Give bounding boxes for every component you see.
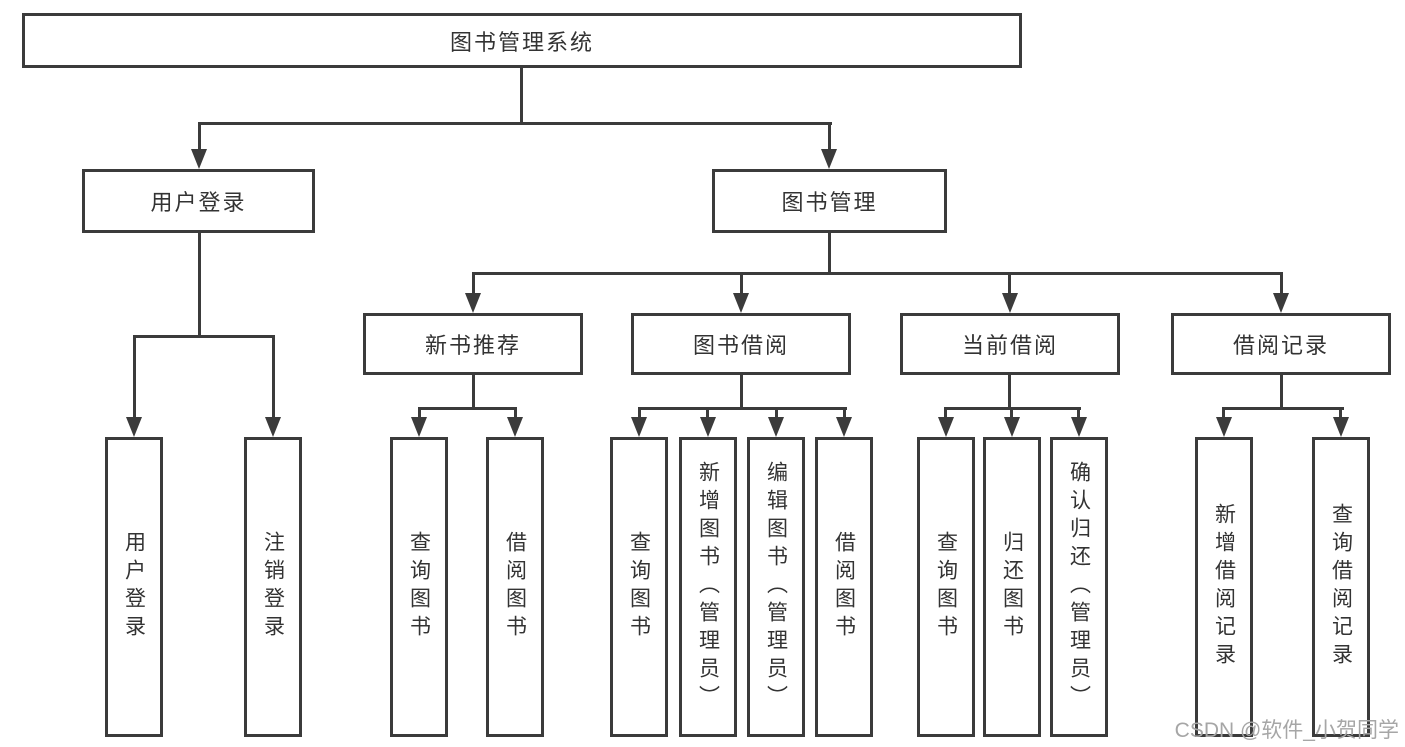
arrowhead-down-icon (1004, 417, 1020, 437)
leaf-query-books-2: 查询图书 (610, 437, 668, 737)
arrowhead-down-icon (1273, 293, 1289, 313)
node-root-label: 图书管理系统 (449, 29, 594, 55)
arrowhead-down-icon (507, 417, 523, 437)
connector-g4-rail (1222, 407, 1344, 410)
connector-g2-drop-1 (638, 407, 641, 421)
node-borrow-records-label: 借阅记录 (1232, 333, 1329, 358)
connector-g4-drop-2 (1339, 407, 1342, 421)
connector-g3-drop-2 (1010, 407, 1013, 421)
leaf-borrow-books-2-label: 借阅图书 (832, 531, 856, 643)
connector-g4-drop-1 (1222, 407, 1225, 421)
node-book-borrow-label: 图书借阅 (692, 333, 789, 358)
node-book-borrow: 图书借阅 (631, 313, 851, 375)
leaf-confirm-return-admin-label: 确认归还（管理员） (1067, 461, 1091, 713)
leaf-edit-books-admin-label: 编辑图书（管理员） (764, 461, 788, 713)
node-new-book-recommend-label: 新书推荐 (424, 333, 521, 358)
leaf-user-login: 用户登录 (105, 437, 163, 737)
leaf-add-borrow-record: 新增借阅记录 (1195, 437, 1253, 737)
node-book-management: 图书管理 (712, 169, 947, 233)
leaf-query-books-1-label: 查询图书 (407, 531, 431, 643)
connector-g4-stem (1280, 375, 1283, 409)
connector-g3-stem (1008, 375, 1011, 409)
arrowhead-down-icon (126, 417, 142, 437)
connector-g2-drop-3 (775, 407, 778, 421)
arrowhead-down-icon (411, 417, 427, 437)
leaf-borrow-books-1: 借阅图书 (486, 437, 544, 737)
connector-login-drop-2 (272, 335, 275, 420)
arrowhead-down-icon (1333, 417, 1349, 437)
connector-g2-drop-4 (843, 407, 846, 421)
leaf-confirm-return-admin: 确认归还（管理员） (1050, 437, 1108, 737)
node-book-management-label: 图书管理 (781, 190, 878, 215)
connector-mgmt-drop-2 (740, 272, 743, 295)
leaf-user-login-label: 用户登录 (122, 531, 146, 643)
arrowhead-down-icon (1002, 293, 1018, 313)
arrowhead-down-icon (191, 149, 207, 169)
leaf-add-books-admin: 新增图书（管理员） (679, 437, 737, 737)
leaf-return-books: 归还图书 (983, 437, 1041, 737)
arrowhead-down-icon (265, 417, 281, 437)
arrowhead-down-icon (465, 293, 481, 313)
leaf-add-borrow-record-label: 新增借阅记录 (1212, 503, 1236, 671)
arrowhead-down-icon (836, 417, 852, 437)
arrowhead-down-icon (821, 149, 837, 169)
connector-root-drop-right (828, 122, 831, 152)
connector-root-rail (198, 122, 832, 125)
connector-g1-rail (418, 407, 517, 410)
leaf-query-books-2-label: 查询图书 (627, 531, 651, 643)
arrowhead-down-icon (700, 417, 716, 437)
node-user-login-label: 用户登录 (150, 190, 247, 215)
connector-mgmt-drop-4 (1280, 272, 1283, 295)
arrowhead-down-icon (1071, 417, 1087, 437)
connector-login-stem (198, 233, 201, 337)
leaf-borrow-books-2: 借阅图书 (815, 437, 873, 737)
leaf-query-books-3-label: 查询图书 (934, 531, 958, 643)
node-user-login: 用户登录 (82, 169, 315, 233)
connector-g3-drop-1 (944, 407, 947, 421)
leaf-query-books-1: 查询图书 (390, 437, 448, 737)
leaf-logout: 注销登录 (244, 437, 302, 737)
node-current-borrow-label: 当前借阅 (961, 333, 1058, 358)
leaf-add-books-admin-label: 新增图书（管理员） (696, 461, 720, 713)
node-current-borrow: 当前借阅 (900, 313, 1120, 375)
leaf-return-books-label: 归还图书 (1000, 531, 1024, 643)
connector-mgmt-drop-1 (472, 272, 475, 295)
connector-mgmt-rail (472, 272, 1282, 275)
leaf-borrow-books-1-label: 借阅图书 (503, 531, 527, 643)
connector-g2-stem (740, 375, 743, 409)
leaf-query-books-3: 查询图书 (917, 437, 975, 737)
connector-root-drop-left (198, 122, 201, 152)
connector-login-drop-1 (133, 335, 136, 420)
arrowhead-down-icon (1216, 417, 1232, 437)
leaf-query-borrow-record: 查询借阅记录 (1312, 437, 1370, 737)
connector-g1-drop-2 (514, 407, 517, 421)
connector-g2-drop-2 (706, 407, 709, 421)
connector-g2-rail (638, 407, 847, 410)
connector-g1-stem (472, 375, 475, 409)
connector-root-stem (520, 68, 523, 122)
node-root: 图书管理系统 (22, 13, 1022, 68)
connector-login-rail (133, 335, 275, 338)
connector-g1-drop-1 (418, 407, 421, 421)
arrowhead-down-icon (768, 417, 784, 437)
csdn-watermark: CSDN @软件_小贺同学 (1174, 719, 1399, 742)
arrowhead-down-icon (631, 417, 647, 437)
connector-g3-drop-3 (1077, 407, 1080, 421)
node-new-book-recommend: 新书推荐 (363, 313, 583, 375)
node-borrow-records: 借阅记录 (1171, 313, 1391, 375)
connector-mgmt-stem (828, 233, 831, 274)
leaf-edit-books-admin: 编辑图书（管理员） (747, 437, 805, 737)
leaf-query-borrow-record-label: 查询借阅记录 (1329, 503, 1353, 671)
arrowhead-down-icon (733, 293, 749, 313)
leaf-logout-label: 注销登录 (261, 531, 285, 643)
arrowhead-down-icon (938, 417, 954, 437)
connector-mgmt-drop-3 (1008, 272, 1011, 295)
